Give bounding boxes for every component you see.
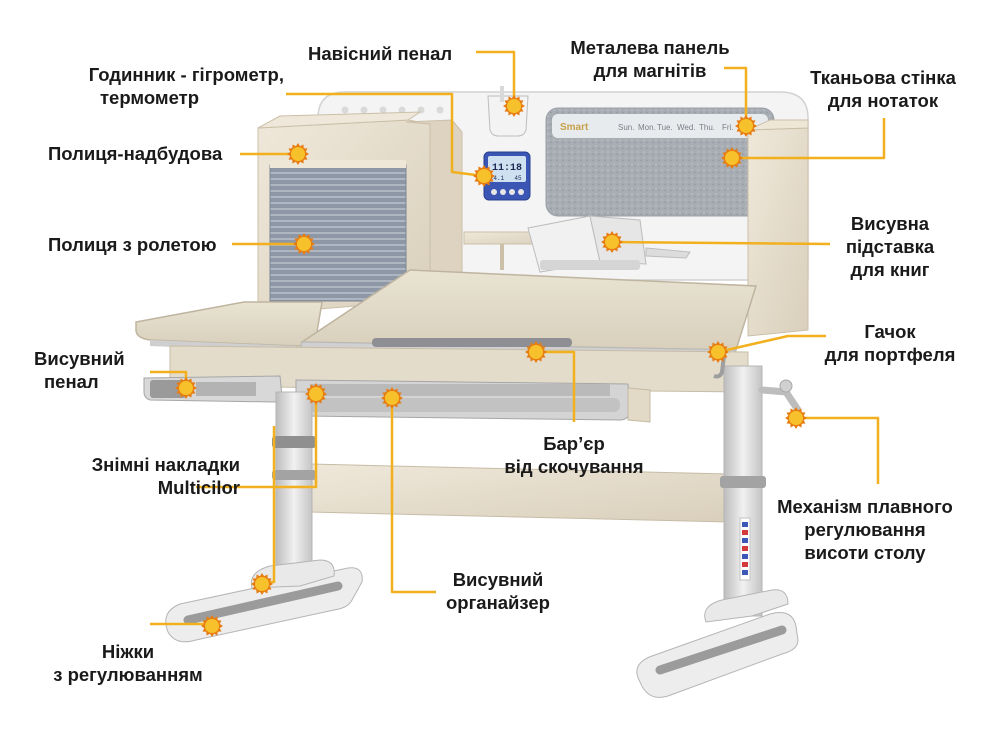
leader-anti-roll <box>536 350 576 422</box>
label-line: Висувний <box>452 569 544 590</box>
label-line: Ніжки <box>101 641 155 662</box>
leader-magnet-panel <box>724 66 748 126</box>
label-line: для портфеля <box>824 344 956 365</box>
anti-roll-barrier-strip <box>372 338 572 347</box>
leader-book-stand <box>611 240 831 246</box>
marker-sun-icon-organizer <box>381 387 403 409</box>
marker-sun-icon-legs-upper <box>251 573 273 595</box>
marker-sun-icon-shelf-top <box>287 143 309 165</box>
leader-pencil-hanging <box>476 50 516 106</box>
callout-markers <box>175 95 807 637</box>
left-desktop <box>135 301 323 347</box>
label-line: пенал <box>44 371 99 392</box>
label-anti-roll: Бар’єр від скочування <box>486 432 662 478</box>
clock-time: 11:18 <box>492 163 522 174</box>
label-height-mech: Механізм плавного регулювання висоти сто… <box>760 495 970 564</box>
leader-organizer <box>390 398 436 594</box>
label-fabric-wall: Тканьова стінка для нотаток <box>798 66 968 112</box>
pencil <box>500 86 504 102</box>
crank-handle <box>758 386 802 414</box>
leader-fabric-wall <box>732 118 886 160</box>
marker-sun-icon-anti-roll <box>525 341 547 363</box>
calendar-day: Tue. <box>657 123 673 132</box>
marker-sun-icon-pencil-drawer <box>175 377 197 399</box>
clock-humidity: 45 <box>514 175 522 182</box>
marker-sun-icon-multicolor <box>305 383 327 405</box>
left-leg-column <box>275 391 313 593</box>
label-line: для книг <box>850 259 930 280</box>
desk: Smart Sun. Mon. Tue. Wed. Thu. Fri. 11:1… <box>135 86 809 698</box>
marker-sun-icon-clock <box>473 165 495 187</box>
label-line: органайзер <box>446 592 550 613</box>
marker-sun-icon-shelf-roller <box>293 233 315 255</box>
leader-bag-hook <box>717 334 826 354</box>
leader-height-mech <box>796 416 880 484</box>
marker-sun-icon-pencil-hanging <box>503 95 525 117</box>
label-line: Навісний пенал <box>308 43 453 64</box>
label-line: для нотаток <box>827 90 939 111</box>
label-clock: Годинник - гігрометр, термометр <box>20 63 284 109</box>
label-line: від скочування <box>504 456 644 477</box>
label-line: Знімні накладки <box>91 454 240 475</box>
calendar-day: Fri. <box>722 123 734 132</box>
label-line: висоти столу <box>804 542 926 563</box>
label-line: Бар’єр <box>543 433 605 454</box>
calendar-day: Wed. <box>677 123 696 132</box>
label-line: Гачок <box>864 321 916 342</box>
marker-sun-icon-fabric-wall <box>721 147 743 169</box>
marker-sun-icon-magnet-panel <box>735 115 757 137</box>
label-shelf-roller: Полиця з ролетою <box>48 233 217 256</box>
leader-clock <box>286 92 485 178</box>
height-scale <box>739 517 751 581</box>
shelf-support <box>500 244 504 270</box>
label-magnet-panel: Металева панель для магнітів <box>560 36 740 82</box>
marker-sun-icon-legs-lower <box>201 615 223 637</box>
label-organizer: Висувний органайзер <box>430 568 566 614</box>
label-line: Полиця з ролетою <box>48 234 217 255</box>
label-multicolor: Знімні накладки Multicilor <box>30 453 240 499</box>
label-line: для магнітів <box>593 60 707 81</box>
label-book-stand: Висувна підставка для книг <box>832 212 948 281</box>
callout-lines <box>150 50 886 626</box>
label-line: Механізм плавного <box>777 496 953 517</box>
calendar-logo: Smart <box>560 122 589 133</box>
label-line: Тканьова стінка <box>810 67 956 88</box>
label-bag-hook: Гачок для портфеля <box>818 320 962 366</box>
label-line: регулювання <box>804 519 926 540</box>
leader-multicolor <box>196 394 318 489</box>
leader-legs-a <box>264 426 276 584</box>
calendar-days: Smart Sun. Mon. Tue. Wed. Thu. Fri. <box>560 122 734 133</box>
label-line: Полиця-надбудова <box>48 143 223 164</box>
clock-temp: 24.1 <box>490 175 505 182</box>
label-line: Висувний <box>34 348 125 369</box>
label-line: Годинник - гігрометр, <box>88 64 284 85</box>
marker-sun-icon-height-mech <box>785 407 807 429</box>
clock-hygrometer: 11:18 24.1 45 <box>483 151 531 201</box>
book-stand <box>527 215 691 273</box>
label-line: Металева панель <box>570 37 730 58</box>
label-line: підставка <box>845 236 935 257</box>
label-line: Висувна <box>850 213 930 234</box>
roller-shutter <box>269 164 407 302</box>
label-line: Multicilor <box>157 477 240 498</box>
calendar-day: Mon. <box>638 123 656 132</box>
label-legs: Ніжки з регулюванням <box>40 640 216 686</box>
label-line: з регулюванням <box>53 664 203 685</box>
calendar-strip <box>552 114 768 138</box>
marker-sun-icon-book-stand <box>601 231 623 253</box>
bag-hook <box>713 350 727 379</box>
calendar-day: Sun. <box>618 123 634 132</box>
label-line: термометр <box>100 87 199 108</box>
marker-sun-icon-bag-hook <box>707 341 729 363</box>
label-pencil-hanging: Навісний пенал <box>308 42 452 65</box>
label-pencil-drawer: Висувний пенал <box>34 347 125 393</box>
calendar-day: Thu. <box>699 123 715 132</box>
label-shelf-top: Полиця-надбудова <box>48 142 222 165</box>
